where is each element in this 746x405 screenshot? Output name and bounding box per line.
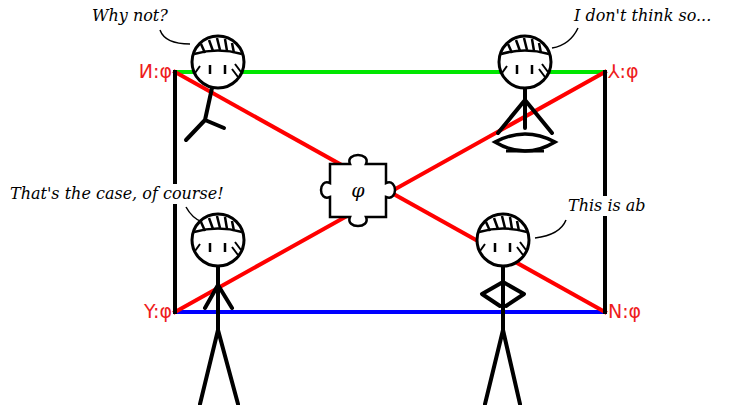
figure-top-right [495,28,578,151]
speech-text: Why not? [90,6,170,26]
speech-text: This is ab [566,196,648,216]
square-side [175,72,605,312]
speech-leader [186,207,202,222]
speech-text: I don't think so... [572,6,713,26]
corner-label: И:φ [139,59,172,83]
puzzle-piece: φ [314,148,402,233]
square-side [603,72,607,312]
puzzle-symbol: φ [314,179,402,201]
speech-leader [552,28,578,48]
corner-label-box: Y:φ [141,299,175,325]
square-side [175,310,605,314]
figure-bottom-right [477,214,566,404]
corner-label: ⅄:φ [608,59,639,83]
corner-label-box: И:φ [136,59,175,85]
figure-bottom-left [186,207,244,404]
corner-label-box: N:φ [605,299,644,325]
speech-leader [535,220,566,238]
speech-leader [160,30,190,44]
corner-label-box: ⅄:φ [605,59,642,85]
speech-text: That's the case, of course! [8,184,226,204]
figure-top-left [160,30,244,140]
corner-label: N:φ [608,299,641,323]
corner-label: Y:φ [144,299,172,323]
square-side [175,72,605,312]
